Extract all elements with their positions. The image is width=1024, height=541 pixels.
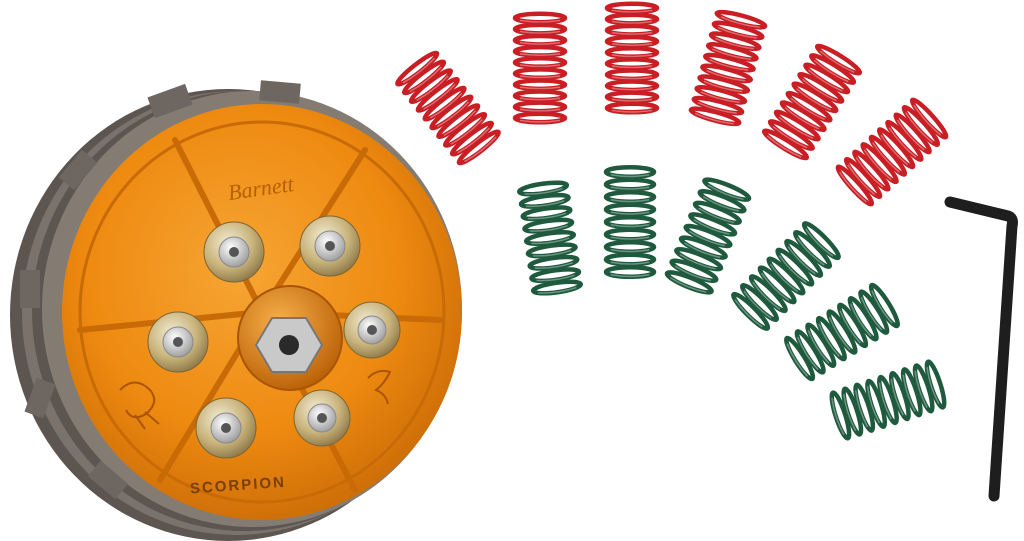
coil-spring — [395, 50, 501, 166]
scorpion-logo — [119, 381, 160, 430]
coil-spring — [604, 1, 660, 115]
spring-retainer — [299, 215, 361, 277]
coil-spring — [761, 43, 863, 161]
coil-spring — [829, 359, 947, 441]
scorpion-glyph — [367, 369, 392, 405]
coil-spring — [664, 177, 752, 295]
red-spring-set — [395, 1, 949, 207]
coil-spring — [603, 165, 657, 279]
coil-spring — [688, 9, 768, 127]
coil-spring — [784, 282, 900, 382]
coil-spring — [731, 221, 841, 331]
spring-retainer — [147, 311, 209, 373]
coil-spring — [517, 180, 583, 296]
coil-spring — [835, 97, 949, 207]
spring-retainer — [293, 389, 351, 447]
coil-spring — [512, 11, 568, 125]
spring-retainer — [203, 221, 265, 283]
spring-retainer — [343, 301, 401, 359]
clutch-assembly: Barnett SCORPION — [10, 80, 462, 541]
hex-key — [944, 196, 1018, 502]
model-mark: SCORPION — [189, 474, 286, 498]
green-spring-set — [517, 165, 947, 441]
spring-retainer — [195, 397, 257, 459]
